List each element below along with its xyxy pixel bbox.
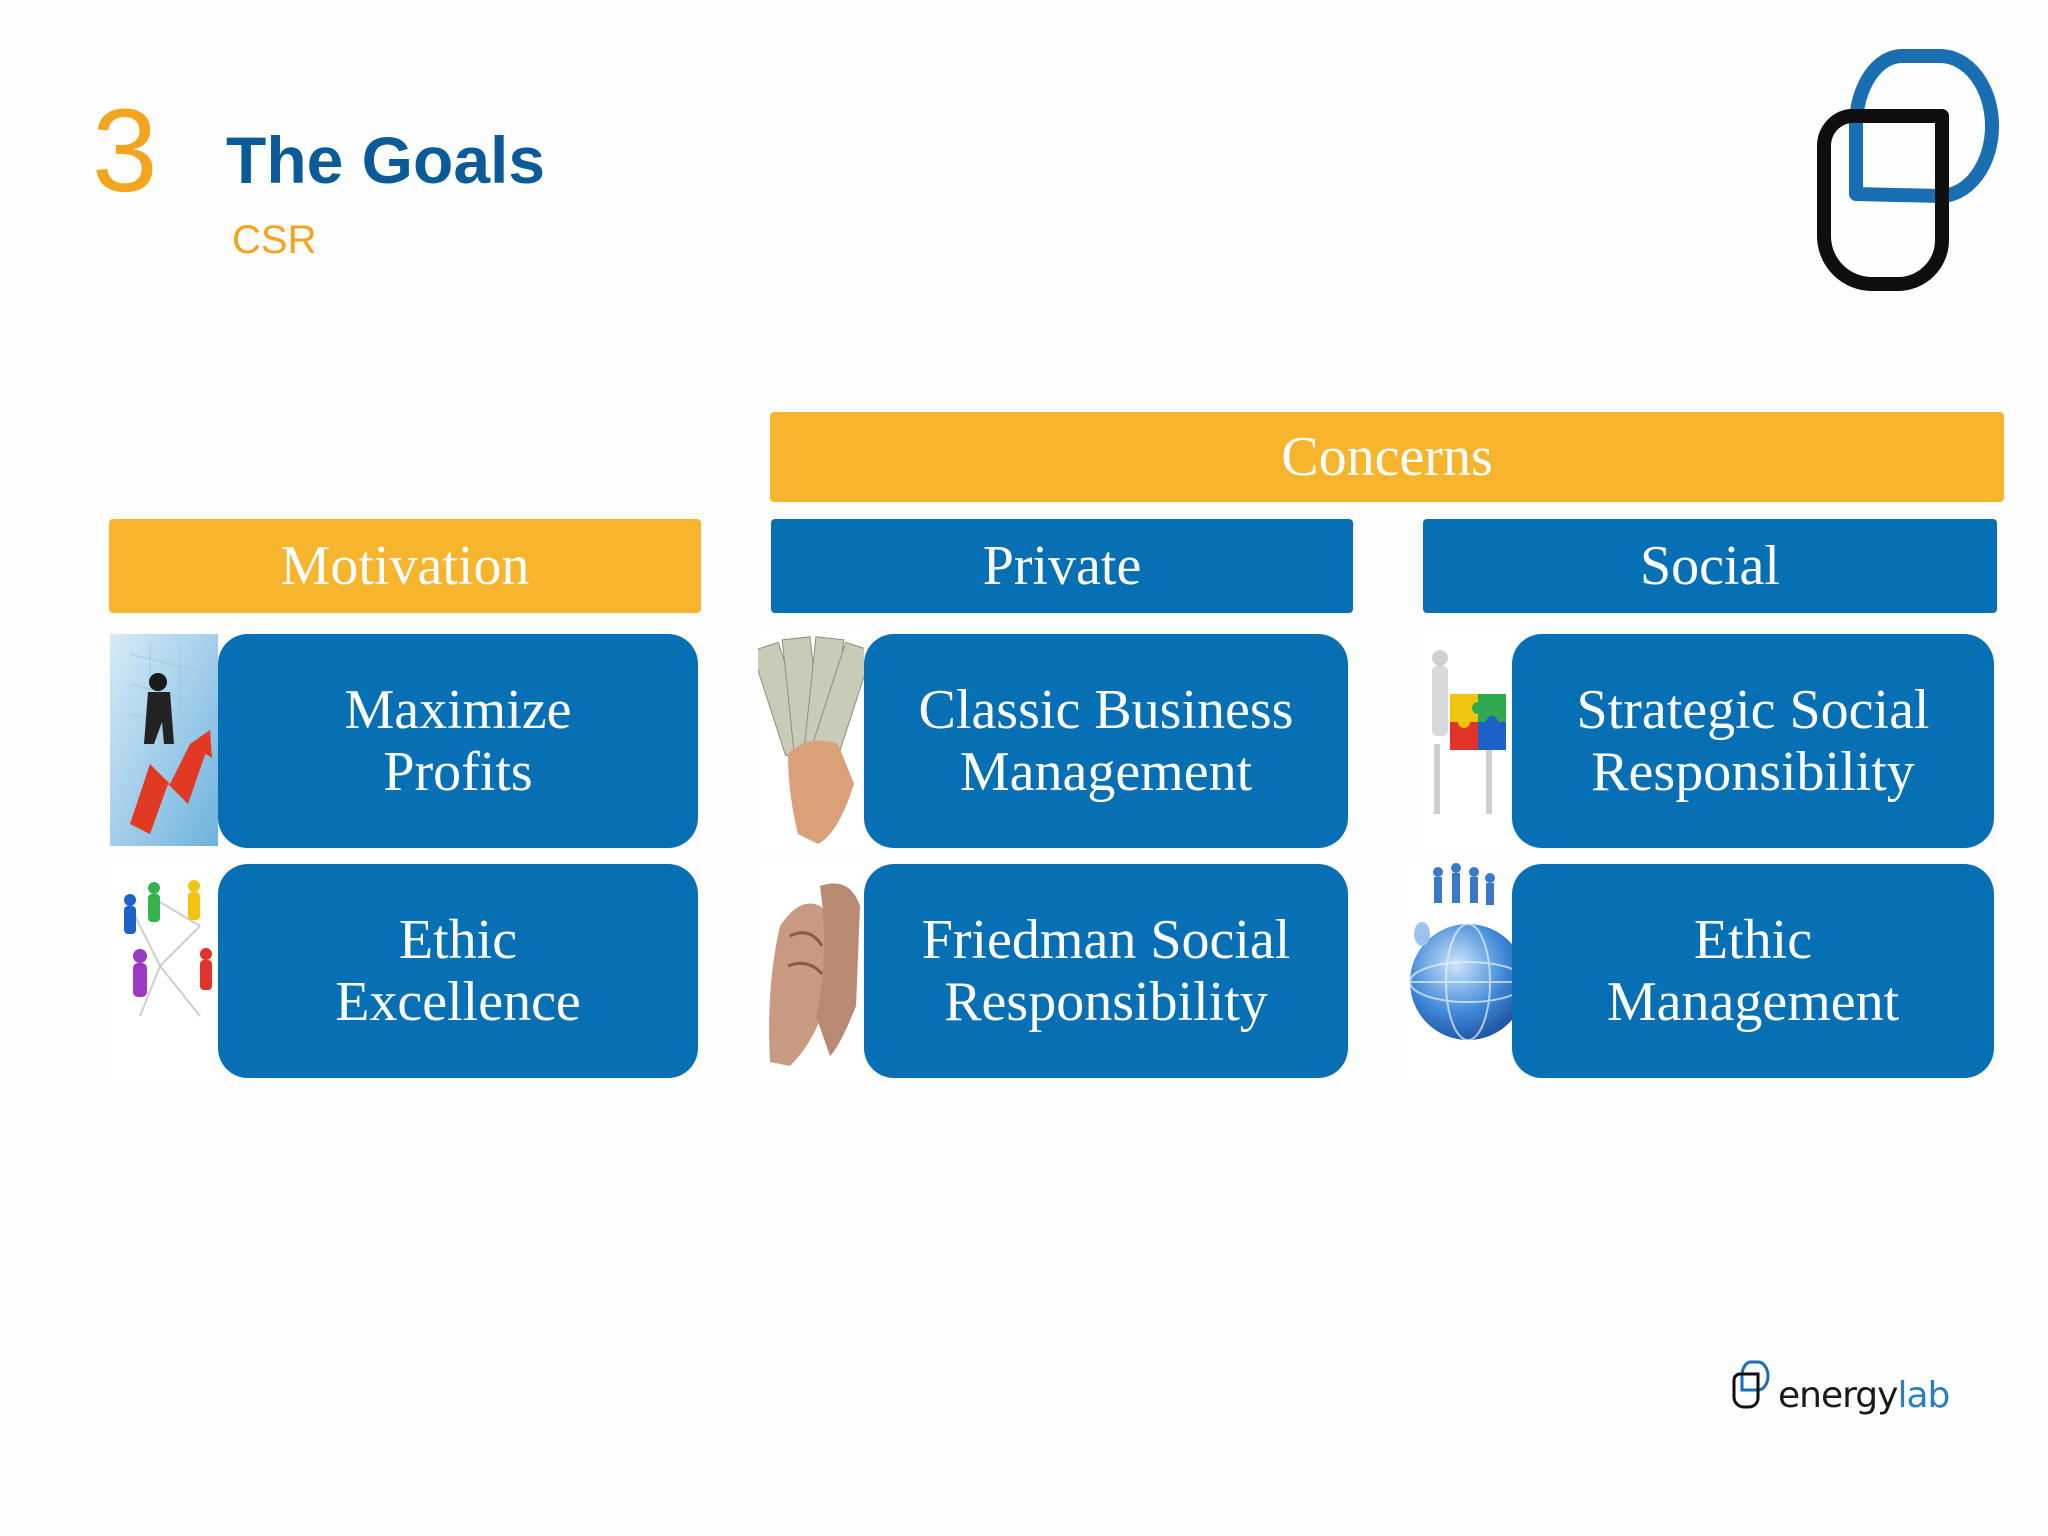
social-header: Social (1423, 519, 1997, 613)
strategic-social-card: Strategic Social Responsibility (1512, 634, 1994, 848)
card-line: Responsibility (1591, 741, 1915, 803)
classic-business-card: Classic Business Management (864, 634, 1348, 848)
card-line: Responsibility (944, 971, 1268, 1033)
slide-subtitle: CSR (232, 218, 317, 262)
concerns-header: Concerns (770, 412, 2004, 502)
card-line: Profits (383, 741, 533, 803)
ethic-excellence-card: Ethic Excellence (218, 864, 698, 1078)
globe-people-image (1408, 862, 1512, 1078)
friedman-card: Friedman Social Responsibility (864, 864, 1348, 1078)
footer-logo-word: energylab (1778, 1375, 1950, 1416)
card-line: Friedman Social (921, 909, 1291, 971)
maximize-profits-card: Maximize Profits (218, 634, 698, 848)
card-line: Management (1606, 971, 1900, 1033)
card-line: Strategic Social (1576, 679, 1930, 741)
ethic-management-card: Ethic Management (1512, 864, 1994, 1078)
slide-title: The Goals (226, 123, 546, 197)
private-header: Private (771, 519, 1353, 613)
card-line: Ethic (398, 909, 518, 971)
energylab-footer-logo: energylab (1728, 1358, 1950, 1416)
motivation-header: Motivation (109, 519, 701, 613)
card-line: Classic Business (918, 679, 1294, 741)
handshake-image (760, 866, 864, 1078)
footer-logo-text: energylab (1778, 1375, 1950, 1416)
people-network-image (110, 866, 218, 1078)
energylab-mark-icon (1732, 1360, 1770, 1409)
puzzle-people-image (1420, 634, 1516, 846)
card-line: Management (959, 741, 1253, 803)
card-line: Excellence (335, 971, 581, 1033)
businessman-chart-image (110, 634, 218, 846)
card-line: Maximize (344, 679, 572, 741)
card-line: Ethic (1693, 909, 1813, 971)
section-number: 3 (92, 85, 158, 217)
energylab-corner-logo (1790, 44, 2020, 299)
money-hand-image (758, 634, 864, 846)
